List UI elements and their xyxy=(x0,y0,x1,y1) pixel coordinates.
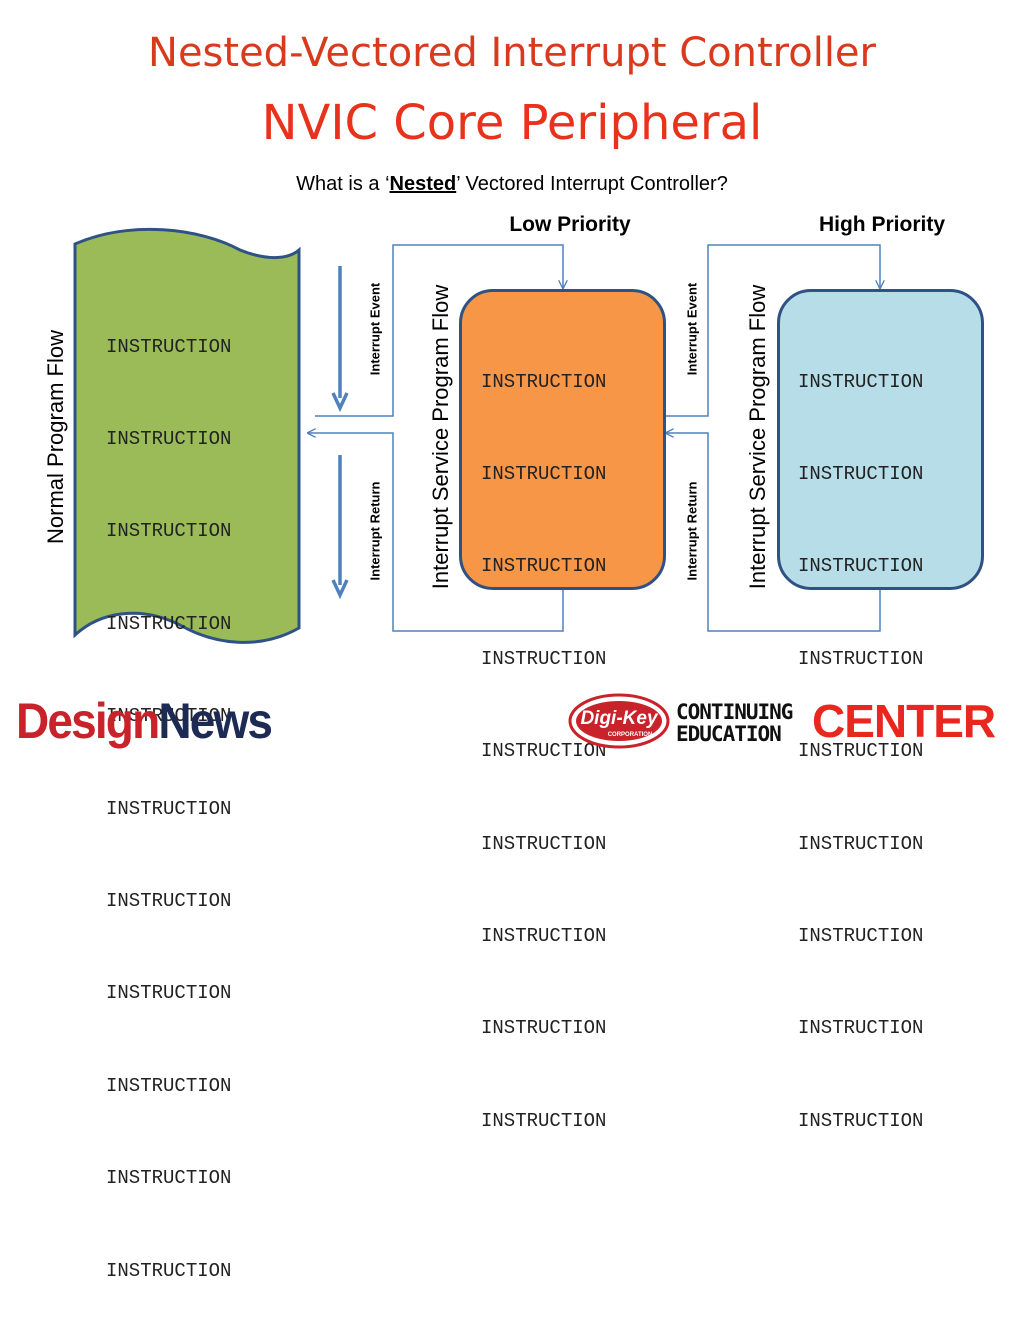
low-isr-instruction: INSTRUCTION xyxy=(481,1109,607,1132)
main-instruction: INSTRUCTION xyxy=(106,982,232,1005)
main-instruction-list: INSTRUCTION INSTRUCTION INSTRUCTION INST… xyxy=(106,270,231,1317)
low-isr-instruction: INSTRUCTION xyxy=(481,740,607,763)
question-before: What is a ‘ xyxy=(296,173,390,195)
question-after: ’ Vectored Interrupt Controller? xyxy=(456,173,728,195)
low-priority-isr-box xyxy=(459,289,666,590)
high-priority-isr-box xyxy=(777,289,984,590)
low-interrupt-return-label: Interrupt Return xyxy=(367,481,383,581)
high-priority-label: High Priority xyxy=(818,213,945,236)
digikey-badge-text: Digi-Key xyxy=(580,708,659,729)
normal-program-flow-label: Normal Program Flow xyxy=(43,330,68,544)
low-event-connector xyxy=(315,244,563,417)
low-priority-label: Low Priority xyxy=(509,213,631,236)
main-instruction: INSTRUCTION xyxy=(106,520,232,543)
education-line: EDUCATION xyxy=(676,722,782,746)
title-line2: NVIC Core Peripheral xyxy=(261,95,763,151)
high-event-connector xyxy=(655,244,880,417)
high-isr-instruction: INSTRUCTION xyxy=(798,1017,924,1040)
low-isr-instruction: INSTRUCTION xyxy=(481,462,607,485)
high-isr-instruction: INSTRUCTION xyxy=(798,1109,924,1132)
designnews-logo-part1: Design xyxy=(16,693,160,749)
low-interrupt-event-label: Interrupt Event xyxy=(367,282,383,376)
main-instruction: INSTRUCTION xyxy=(106,797,232,820)
high-isr-instruction: INSTRUCTION xyxy=(798,647,924,670)
high-interrupt-event-label: Interrupt Event xyxy=(684,282,700,376)
main-instruction: INSTRUCTION xyxy=(106,705,232,728)
designnews-logo-part2: News xyxy=(158,693,273,749)
high-isr-flow-label: Interrupt Service Program Flow xyxy=(745,284,770,590)
main-instruction: INSTRUCTION xyxy=(106,1167,232,1190)
main-instruction: INSTRUCTION xyxy=(106,427,232,450)
low-isr-instruction: INSTRUCTION xyxy=(481,924,607,947)
designnews-logo: DesignNews xyxy=(16,692,273,750)
digikey-badge-sub: CORPORATION xyxy=(608,732,653,738)
continuing-education-text: CONTINUING EDUCATION xyxy=(676,700,793,746)
main-instruction: INSTRUCTION xyxy=(106,1074,232,1097)
high-isr-instruction: INSTRUCTION xyxy=(798,740,924,763)
event-down-arrowhead xyxy=(331,392,349,413)
main-instruction: INSTRUCTION xyxy=(106,889,232,912)
high-isr-instruction: INSTRUCTION xyxy=(798,832,924,855)
high-isr-instruction: INSTRUCTION xyxy=(798,370,924,393)
low-isr-instruction: INSTRUCTION xyxy=(481,1017,607,1040)
high-interrupt-return-label: Interrupt Return xyxy=(684,481,700,581)
center-word: CENTER xyxy=(812,695,996,747)
main-instruction: INSTRUCTION xyxy=(106,612,232,635)
question-text: What is a ‘Nested’ Vectored Interrupt Co… xyxy=(0,173,1024,196)
low-isr-flow-label: Interrupt Service Program Flow xyxy=(428,284,453,590)
high-isr-instruction: INSTRUCTION xyxy=(798,555,924,578)
main-program-box xyxy=(73,227,301,644)
return-down-arrowhead xyxy=(331,579,349,600)
high-isr-instruction: INSTRUCTION xyxy=(798,462,924,485)
low-return-connector xyxy=(308,433,564,632)
digikey-badge: Digi-Key CORPORATION xyxy=(568,693,670,749)
question-emphasis: Nested xyxy=(389,173,457,195)
main-instruction: INSTRUCTION xyxy=(106,335,232,358)
low-isr-instruction: INSTRUCTION xyxy=(481,370,607,393)
high-return-connector xyxy=(666,433,881,632)
high-isr-instruction: INSTRUCTION xyxy=(798,924,924,947)
continuing-line: CONTINUING xyxy=(676,700,793,724)
low-isr-instruction: INSTRUCTION xyxy=(481,555,607,578)
title-line1: Nested-Vectored Interrupt Controller xyxy=(148,30,876,76)
low-isr-instruction: INSTRUCTION xyxy=(481,647,607,670)
diagram-graphics xyxy=(73,227,1024,644)
main-instruction: INSTRUCTION xyxy=(106,1259,232,1282)
low-isr-instruction: INSTRUCTION xyxy=(481,832,607,855)
